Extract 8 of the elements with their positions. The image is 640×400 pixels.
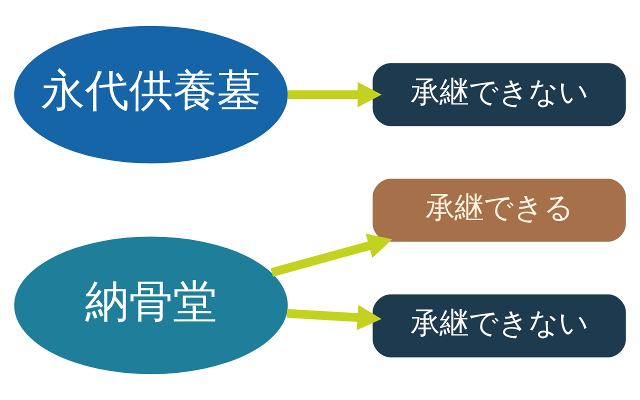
arrow bbox=[286, 304, 382, 330]
node-box: 承継できない bbox=[372, 63, 626, 126]
node-box: 承継できない bbox=[372, 294, 626, 358]
node-box: 承継できる bbox=[372, 178, 626, 242]
node-ellipse: 永代供養墓 bbox=[14, 26, 288, 164]
arrow bbox=[288, 82, 382, 108]
arrow bbox=[270, 234, 392, 277]
node-ellipse: 納骨堂 bbox=[14, 236, 288, 374]
